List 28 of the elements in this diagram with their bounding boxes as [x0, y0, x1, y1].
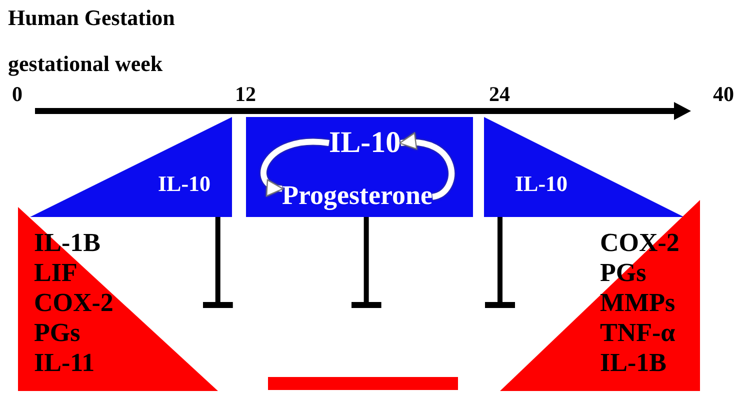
node-label: IL-10: [329, 128, 401, 158]
tick-label: 0: [12, 84, 22, 105]
tick-label: 12: [235, 84, 256, 105]
node-label: LIF: [34, 260, 78, 286]
triangle-shape: [30, 117, 232, 217]
triangle-shape: [500, 200, 700, 391]
curved-arrow: [399, 134, 454, 200]
node-label: MMPs: [600, 290, 676, 316]
node-label: IL-10: [515, 173, 568, 195]
title: Human Gestation: [8, 7, 175, 29]
inhibition-line: [485, 217, 515, 308]
panel: [246, 117, 473, 217]
node-label: IL-1B: [600, 350, 666, 376]
inhibition-line: [351, 217, 382, 308]
node-label: TNF-α: [600, 320, 676, 346]
tick-label: 40: [713, 84, 734, 105]
tick-label: 24: [489, 84, 510, 105]
axis-label: gestational week: [8, 53, 163, 75]
node-label: IL-10: [158, 173, 211, 195]
node-label: IL-11: [34, 350, 95, 376]
node-label: Progesterone: [282, 182, 432, 209]
triangle-shape: [484, 117, 684, 217]
curved-arrow: [260, 138, 330, 194]
inhibition-line: [202, 217, 233, 308]
triangle-shape: [18, 207, 218, 391]
node-label: COX-2: [34, 290, 114, 316]
node-label: PGs: [34, 320, 80, 346]
bar: [268, 377, 458, 390]
